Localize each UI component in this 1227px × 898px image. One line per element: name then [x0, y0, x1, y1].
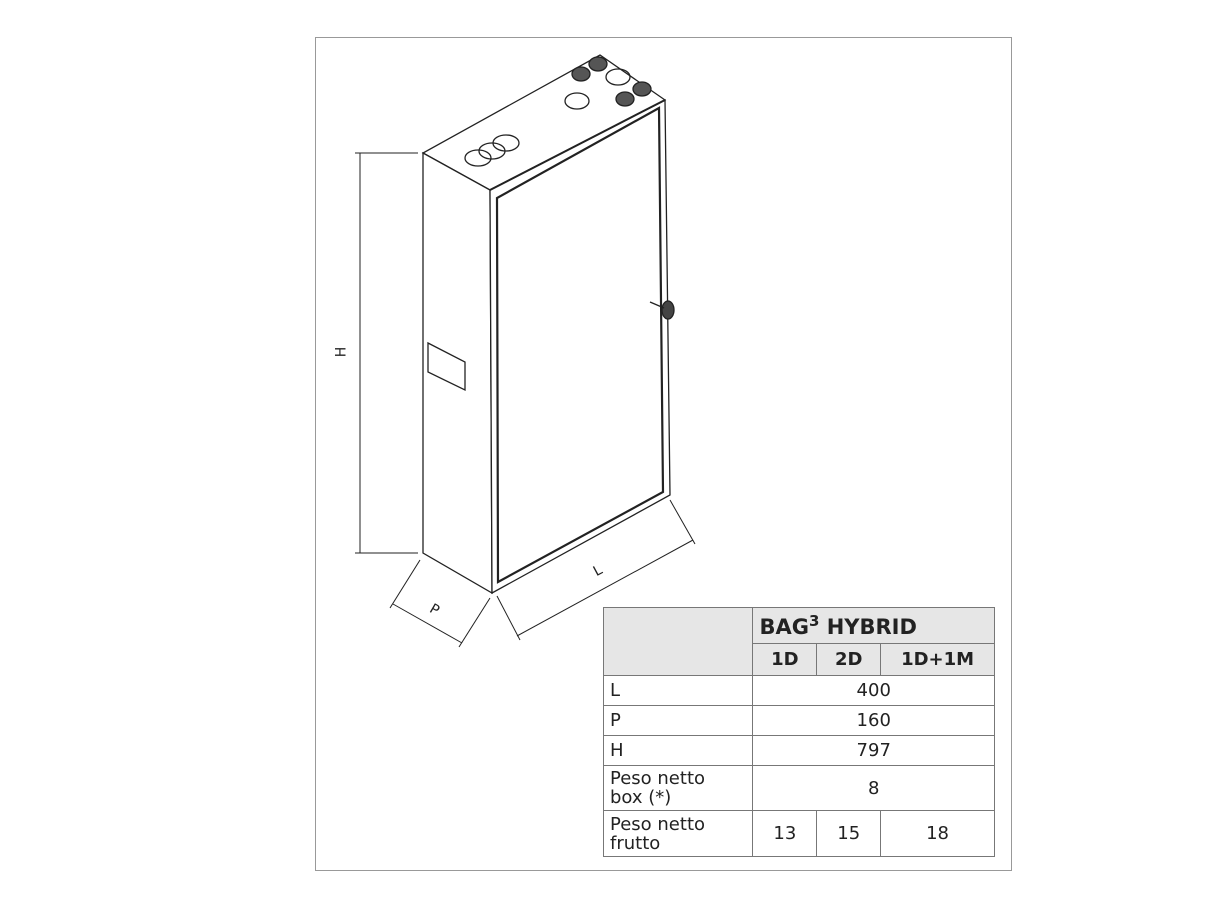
- product-title: BAG3 HYBRID: [752, 607, 995, 644]
- dimension-lines: [355, 152, 696, 648]
- cable-holes: [464, 68, 631, 167]
- cable-glands: [571, 56, 652, 107]
- dimension-label-h: H: [333, 346, 350, 358]
- drawing-frame: [315, 37, 1012, 871]
- header-empty: [602, 607, 754, 676]
- variant-1d: 1D: [752, 643, 818, 676]
- variant-1d-1m: 1D+1M: [880, 643, 995, 676]
- door-handle: [649, 300, 675, 320]
- side-slot: [427, 341, 466, 392]
- variant-2d: 2D: [816, 643, 882, 676]
- cabinet-side-face: [422, 151, 493, 595]
